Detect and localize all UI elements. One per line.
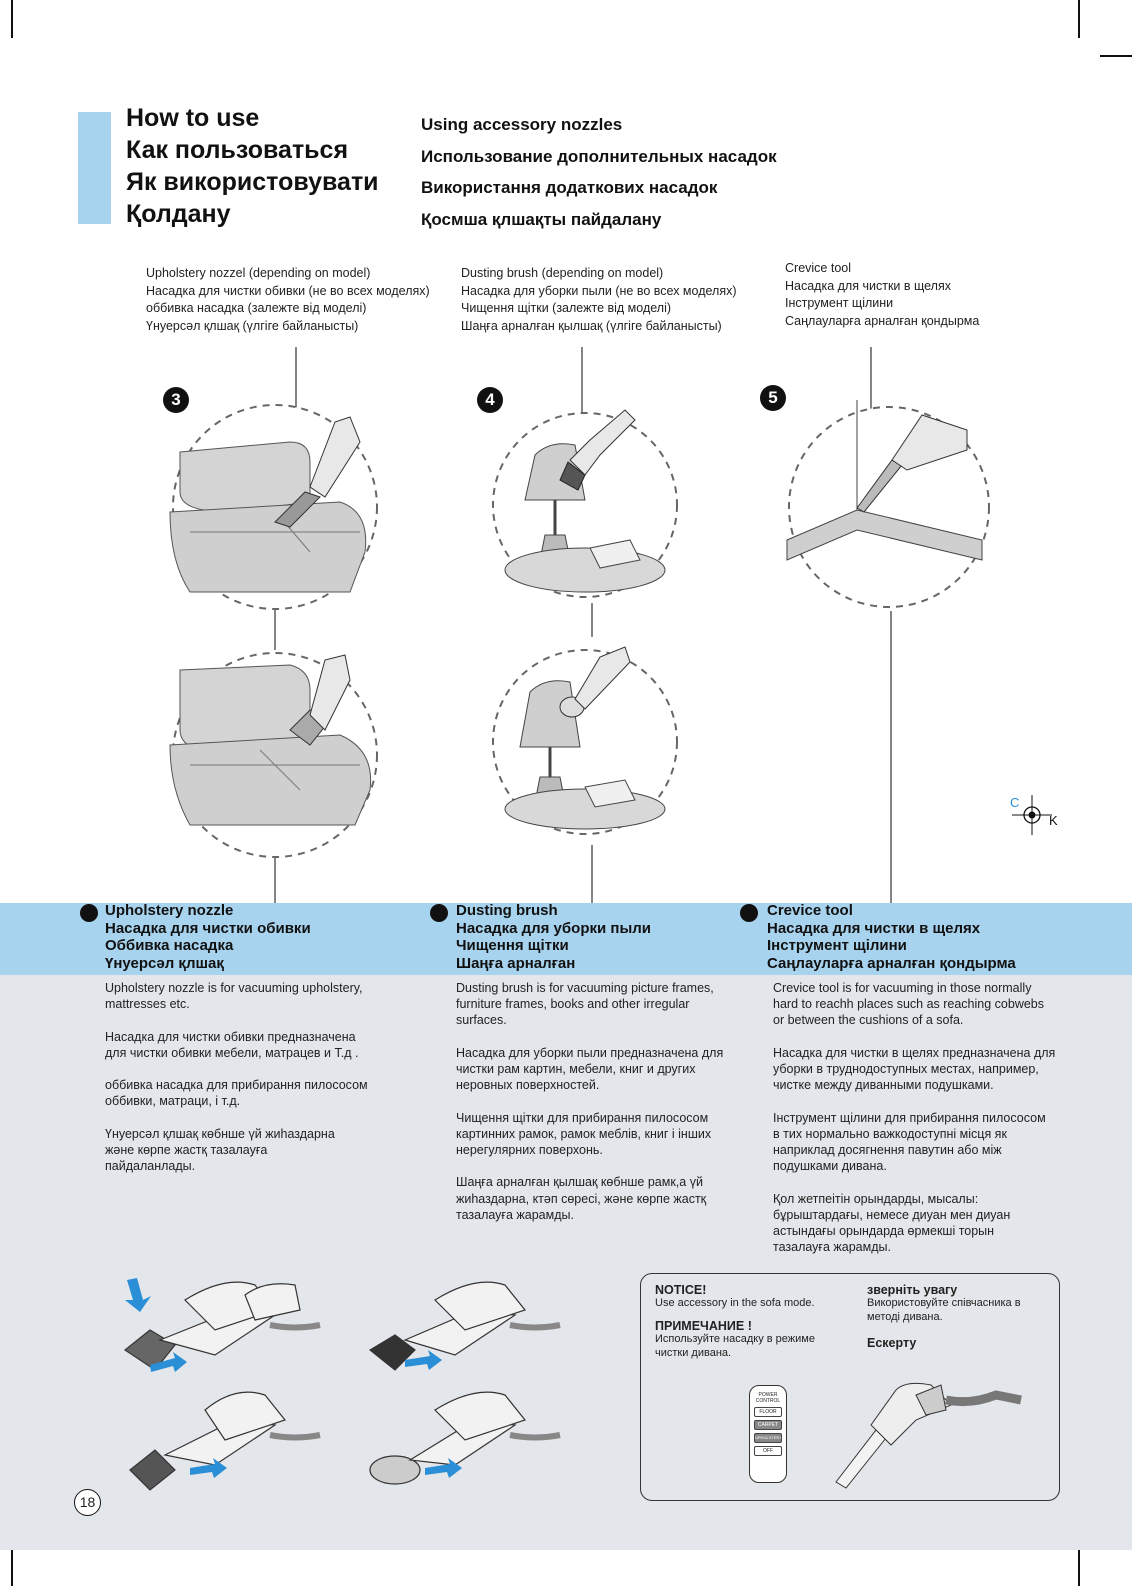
title-en: How to use <box>126 104 260 132</box>
caption-dusting: Dusting brush (depending on model) Насад… <box>461 266 737 333</box>
notice-box: NOTICE! Use accessory in the sofa mode. … <box>640 1273 1060 1501</box>
caption-crevice: Crevice tool Насадка для чистки в щелях … <box>785 261 980 328</box>
floor-mode-button: FLOOR <box>754 1407 782 1417</box>
upholstery-illustration-2 <box>169 652 378 858</box>
page-number: 18 <box>74 1489 101 1516</box>
step-number: 5 <box>760 385 786 411</box>
bullet-icon <box>740 904 758 922</box>
description-dusting: Dusting brush is for vacuuming picture f… <box>456 981 724 1222</box>
caption-upholstery: Upholstery nozzel (depending on model) Н… <box>146 266 430 333</box>
step-number: 4 <box>477 387 503 413</box>
description-crevice: Crevice tool is for vacuuming in those n… <box>773 981 1056 1255</box>
carpet-mode-button: CARPET <box>754 1420 782 1430</box>
bullet-icon <box>80 904 98 922</box>
crevice-illustration <box>786 400 990 608</box>
title-ru: Как пользоваться <box>126 136 349 164</box>
attach-nozzle-illustration <box>123 1278 561 1491</box>
notice-kz: Ескерту <box>867 1336 917 1350</box>
title-accent-bar <box>78 112 111 224</box>
step-number: 3 <box>163 387 189 413</box>
upholstery-illustration-1 <box>169 404 378 610</box>
registration-k-label: K <box>1049 813 1058 828</box>
title-uk: Як використовувати <box>126 168 379 196</box>
crop-mark <box>1078 0 1080 38</box>
power-control-label: POWER CONTROL <box>755 1392 781 1404</box>
subtitle-ru: Использование дополнительных насадок <box>421 146 777 166</box>
subtitle-kz: Қосмша қлшақты пайдалану <box>421 209 662 229</box>
title-kz: Қолдану <box>126 200 231 228</box>
bullet-icon <box>430 904 448 922</box>
description-upholstery: Upholstery nozzle is for vacuuming uphol… <box>105 981 368 1174</box>
registration-mark-icon <box>1012 795 1052 835</box>
off-button: OFF <box>754 1446 782 1456</box>
dusting-illustration-1 <box>492 409 678 598</box>
notice-uk: зверніть увагу Використовуйте співчасник… <box>867 1283 1021 1323</box>
crop-mark <box>11 1548 13 1586</box>
upholstery-mode-button: UPHOLSTERY <box>754 1433 782 1443</box>
section-heading-dusting: Dusting brush Насадка для уборки пыли Чи… <box>456 902 651 972</box>
registration-c-label: C <box>1010 795 1020 810</box>
section-heading-band <box>0 903 1132 975</box>
subtitle-uk: Використання додаткових насадок <box>421 178 718 197</box>
page-subtitle: Using accessory nozzles Использование до… <box>421 109 777 235</box>
notice-ru: ПРИМЕЧАНИЕ ! Используйте насадку в режим… <box>655 1319 815 1359</box>
subtitle-en: Using accessory nozzles <box>421 115 623 134</box>
page-title: How to use Как пользоваться Як використо… <box>126 102 379 230</box>
crop-mark <box>1078 1548 1080 1586</box>
power-control-panel: POWER CONTROL FLOOR CARPET UPHOLSTERY OF… <box>749 1385 787 1483</box>
dusting-illustration-2 <box>492 646 678 835</box>
section-heading-crevice: Crevice tool Насадка для чистки в щелях … <box>767 902 1016 972</box>
crop-mark <box>1100 55 1132 57</box>
section-heading-upholstery: Upholstery nozzle Насадка для чистки оби… <box>105 902 311 972</box>
handle-with-crevice-tool-illustration <box>835 1382 1022 1489</box>
crop-mark <box>11 0 13 38</box>
notice-en: NOTICE! Use accessory in the sofa mode. <box>655 1283 815 1309</box>
